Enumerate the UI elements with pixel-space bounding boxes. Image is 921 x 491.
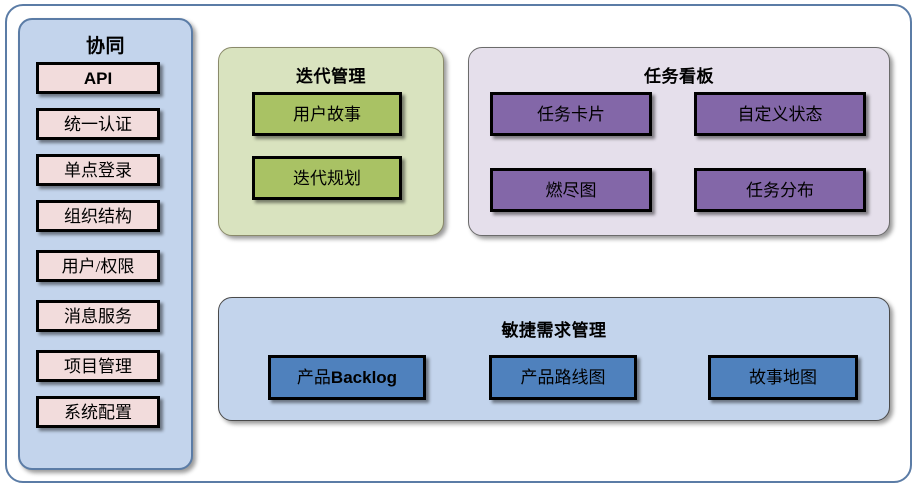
taskboard-item-task-card[interactable]: 任务卡片 xyxy=(490,92,652,136)
taskboard-item-task-distribution[interactable]: 任务分布 xyxy=(694,168,866,212)
sidebar-item-unified-auth[interactable]: 统一认证 xyxy=(36,108,160,140)
sidebar-item-label: 项目管理 xyxy=(64,356,132,376)
iteration-item-label: 迭代规划 xyxy=(293,168,361,188)
agile-item-story-map[interactable]: 故事地图 xyxy=(708,355,858,400)
sidebar-item-sso[interactable]: 单点登录 xyxy=(36,154,160,186)
sidebar-item-message-service[interactable]: 消息服务 xyxy=(36,300,160,332)
iteration-item-user-story[interactable]: 用户故事 xyxy=(252,92,402,136)
sidebar-item-api[interactable]: API xyxy=(36,62,160,94)
agile-item-label: 产品路线图 xyxy=(520,368,606,387)
taskboard-item-label: 燃尽图 xyxy=(545,180,597,200)
agile-item-label-prefix: 产品 xyxy=(296,368,331,387)
panel-iteration-title: 迭代管理 xyxy=(296,67,366,86)
sidebar-item-label: 组织结构 xyxy=(64,206,132,226)
sidebar-item-user-permission[interactable]: 用户/权限 xyxy=(36,250,160,282)
outer-frame xyxy=(5,4,912,483)
iteration-item-label: 用户故事 xyxy=(293,104,361,124)
taskboard-item-custom-status[interactable]: 自定义状态 xyxy=(694,92,866,136)
sidebar-item-label: API xyxy=(83,68,113,88)
iteration-item-iteration-planning[interactable]: 迭代规划 xyxy=(252,156,402,200)
sidebar-item-label: 用户/权限 xyxy=(61,256,135,276)
sidebar-item-system-config[interactable]: 系统配置 xyxy=(36,396,160,428)
agile-item-label: 故事地图 xyxy=(749,368,817,387)
panel-iteration-management[interactable]: 迭代管理 xyxy=(218,47,444,236)
panel-agile-requirements-title: 敏捷需求管理 xyxy=(501,321,607,340)
agile-item-product-roadmap[interactable]: 产品路线图 xyxy=(489,355,637,400)
sidebar-item-label: 单点登录 xyxy=(64,160,132,180)
agile-item-label-suffix: Backlog xyxy=(330,368,398,387)
sidebar-item-project-management[interactable]: 项目管理 xyxy=(36,350,160,382)
taskboard-item-burndown-chart[interactable]: 燃尽图 xyxy=(490,168,652,212)
panel-task-board-title: 任务看板 xyxy=(644,67,714,86)
taskboard-item-label: 自定义状态 xyxy=(737,104,823,124)
sidebar-item-org-structure[interactable]: 组织结构 xyxy=(36,200,160,232)
taskboard-item-label: 任务卡片 xyxy=(537,104,605,124)
sidebar-item-label: 消息服务 xyxy=(64,306,132,326)
sidebar-item-label: 系统配置 xyxy=(64,402,132,422)
taskboard-item-label: 任务分布 xyxy=(746,180,814,200)
sidebar-item-label: 统一认证 xyxy=(64,114,132,134)
panel-collaboration-title: 协同 xyxy=(85,36,125,57)
